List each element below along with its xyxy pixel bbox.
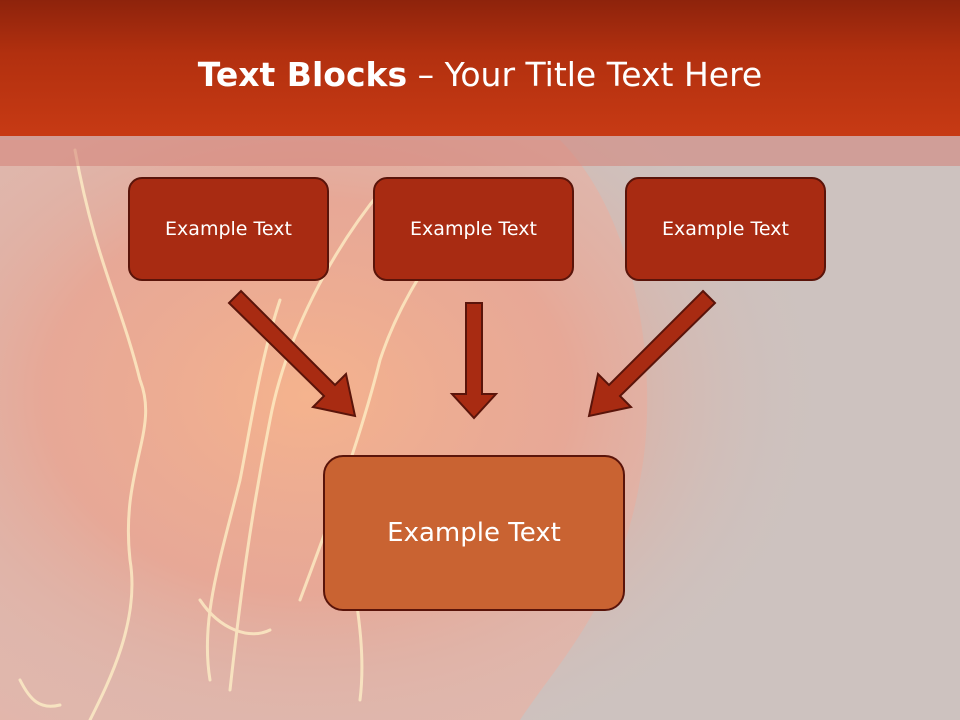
header-bar <box>0 0 960 136</box>
text-block-2: Example Text <box>373 177 574 281</box>
header-band <box>0 136 960 166</box>
text-block-bottom: Example Text <box>323 455 625 611</box>
arrow-left <box>227 289 357 418</box>
text-block-1: Example Text <box>128 177 329 281</box>
arrow-center <box>449 302 499 420</box>
slide-title: Text Blocks – Your Title Text Here <box>0 50 960 100</box>
title-bold: Text Blocks <box>197 55 408 94</box>
text-block-3: Example Text <box>625 177 826 281</box>
arrow-right <box>587 289 717 418</box>
title-dash: – <box>407 55 445 94</box>
title-rest: Your Title Text Here <box>444 55 763 94</box>
